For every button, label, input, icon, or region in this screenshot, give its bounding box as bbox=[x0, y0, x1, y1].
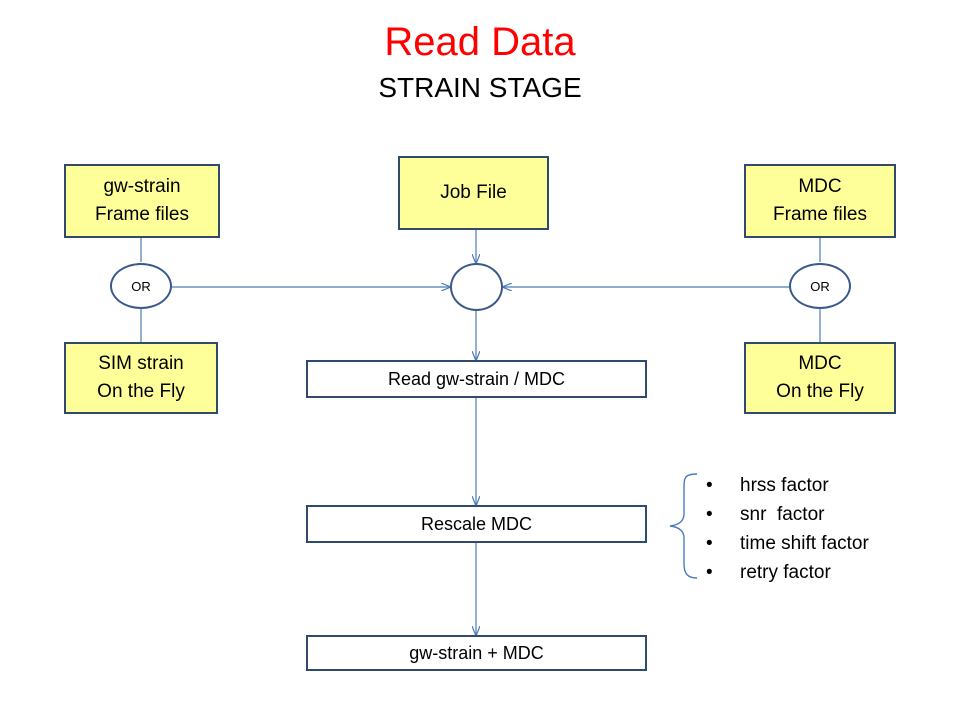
merge-node bbox=[450, 263, 503, 311]
job-file-label: Job File bbox=[440, 182, 507, 203]
mdc-frame-line1: MDC bbox=[798, 176, 842, 197]
read-step-box: Read gw-strain / MDC bbox=[306, 360, 647, 398]
sim-strain-line1: SIM strain bbox=[98, 353, 184, 374]
sim-strain-line2: On the Fly bbox=[97, 381, 185, 402]
read-step-label: Read gw-strain / MDC bbox=[387, 369, 566, 389]
mdc-fly-line1: MDC bbox=[798, 353, 842, 374]
sim-strain-box: SIM strain On the Fly bbox=[64, 342, 218, 414]
page-subtitle: STRAIN STAGE bbox=[378, 72, 582, 103]
rescale-step-box: Rescale MDC bbox=[306, 505, 647, 543]
rescale-factors-list: hrss factor snr factor time shift factor… bbox=[704, 471, 869, 587]
gw-strain-frame-line1: gw-strain bbox=[103, 176, 181, 197]
mdc-fly-line2: On the Fly bbox=[776, 381, 864, 402]
factors-brace bbox=[669, 473, 698, 579]
mdc-on-the-fly-box: MDC On the Fly bbox=[744, 342, 896, 414]
mdc-frame-files-box: MDC Frame files bbox=[744, 164, 896, 238]
output-step-box: gw-strain + MDC bbox=[306, 635, 647, 671]
factor-hrss: hrss factor bbox=[704, 471, 869, 500]
job-file-box: Job File bbox=[398, 156, 549, 230]
output-step-label: gw-strain + MDC bbox=[409, 643, 544, 663]
gw-strain-frame-line2: Frame files bbox=[95, 204, 189, 225]
left-or-node: OR bbox=[110, 263, 172, 309]
factor-time-shift: time shift factor bbox=[704, 529, 869, 558]
left-or-label: OR bbox=[131, 278, 151, 294]
mdc-frame-line2: Frame files bbox=[773, 204, 867, 225]
factor-retry: retry factor bbox=[704, 558, 869, 587]
page-title: Read Data bbox=[384, 20, 576, 64]
right-or-label: OR bbox=[810, 278, 830, 294]
factor-snr: snr factor bbox=[704, 500, 869, 529]
rescale-step-label: Rescale MDC bbox=[420, 514, 533, 534]
gw-strain-frame-files-box: gw-strain Frame files bbox=[64, 164, 220, 238]
right-or-node: OR bbox=[789, 263, 851, 309]
